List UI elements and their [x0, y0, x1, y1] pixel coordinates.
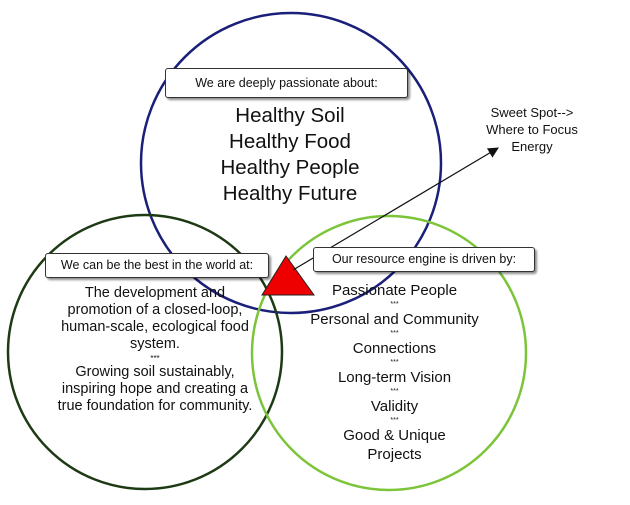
best-line: Growing soil sustainably, [75, 364, 235, 380]
engine-item: Validity [370, 398, 419, 415]
sweet-spot-note: Sweet Spot--> Where to Focus Energy [472, 104, 592, 155]
engine-item: Good & Unique [343, 427, 446, 444]
best-line: human-scale, ecological food [61, 319, 249, 335]
engine-separator: *** [390, 388, 399, 395]
engine-item: Long-term Vision [337, 369, 452, 386]
sweet-spot-line: Where to Focus [486, 122, 578, 137]
passion-item: Healthy Food [229, 130, 351, 153]
sweet-spot-line: Energy [511, 139, 553, 154]
best-line: The development and [84, 285, 226, 301]
engine-circle [250, 214, 528, 492]
best-text: The development and promotion of a close… [40, 285, 270, 415]
best-label: We can be the best in the world at: [60, 258, 254, 272]
engine-label: Our resource engine is driven by: [331, 252, 517, 266]
passion-item: Healthy Soil [235, 104, 345, 127]
engine-separator: *** [390, 301, 399, 308]
passion-label: We are deeply passionate about: [195, 76, 378, 90]
passion-item: Healthy People [220, 156, 360, 179]
engine-list: Passionate People *** Personal and Commu… [307, 281, 482, 464]
sweet-spot-triangle [261, 255, 315, 296]
engine-separator: *** [390, 417, 399, 424]
passion-circle [139, 11, 443, 315]
engine-item: Connections [352, 340, 437, 357]
sweet-spot-line: Sweet Spot--> [490, 105, 574, 120]
best-line: system. [130, 336, 180, 352]
passion-item: Healthy Future [222, 182, 358, 205]
passion-label-box: We are deeply passionate about: [165, 68, 408, 98]
best-separator: *** [150, 354, 160, 363]
best-line: inspiring hope and creating a [61, 381, 249, 397]
engine-item: Projects [367, 446, 422, 463]
best-line: true foundation for community. [57, 398, 253, 414]
best-label-box: We can be the best in the world at: [45, 253, 269, 278]
best-circle [6, 213, 284, 491]
engine-label-box: Our resource engine is driven by: [313, 247, 535, 272]
engine-item: Passionate People [331, 282, 458, 299]
engine-item: Personal and Community [310, 311, 479, 328]
best-line: promotion of a closed-loop, [67, 302, 243, 318]
engine-separator: *** [390, 330, 399, 337]
engine-separator: *** [390, 359, 399, 366]
passion-list: Healthy Soil Healthy Food Healthy People… [190, 103, 390, 207]
